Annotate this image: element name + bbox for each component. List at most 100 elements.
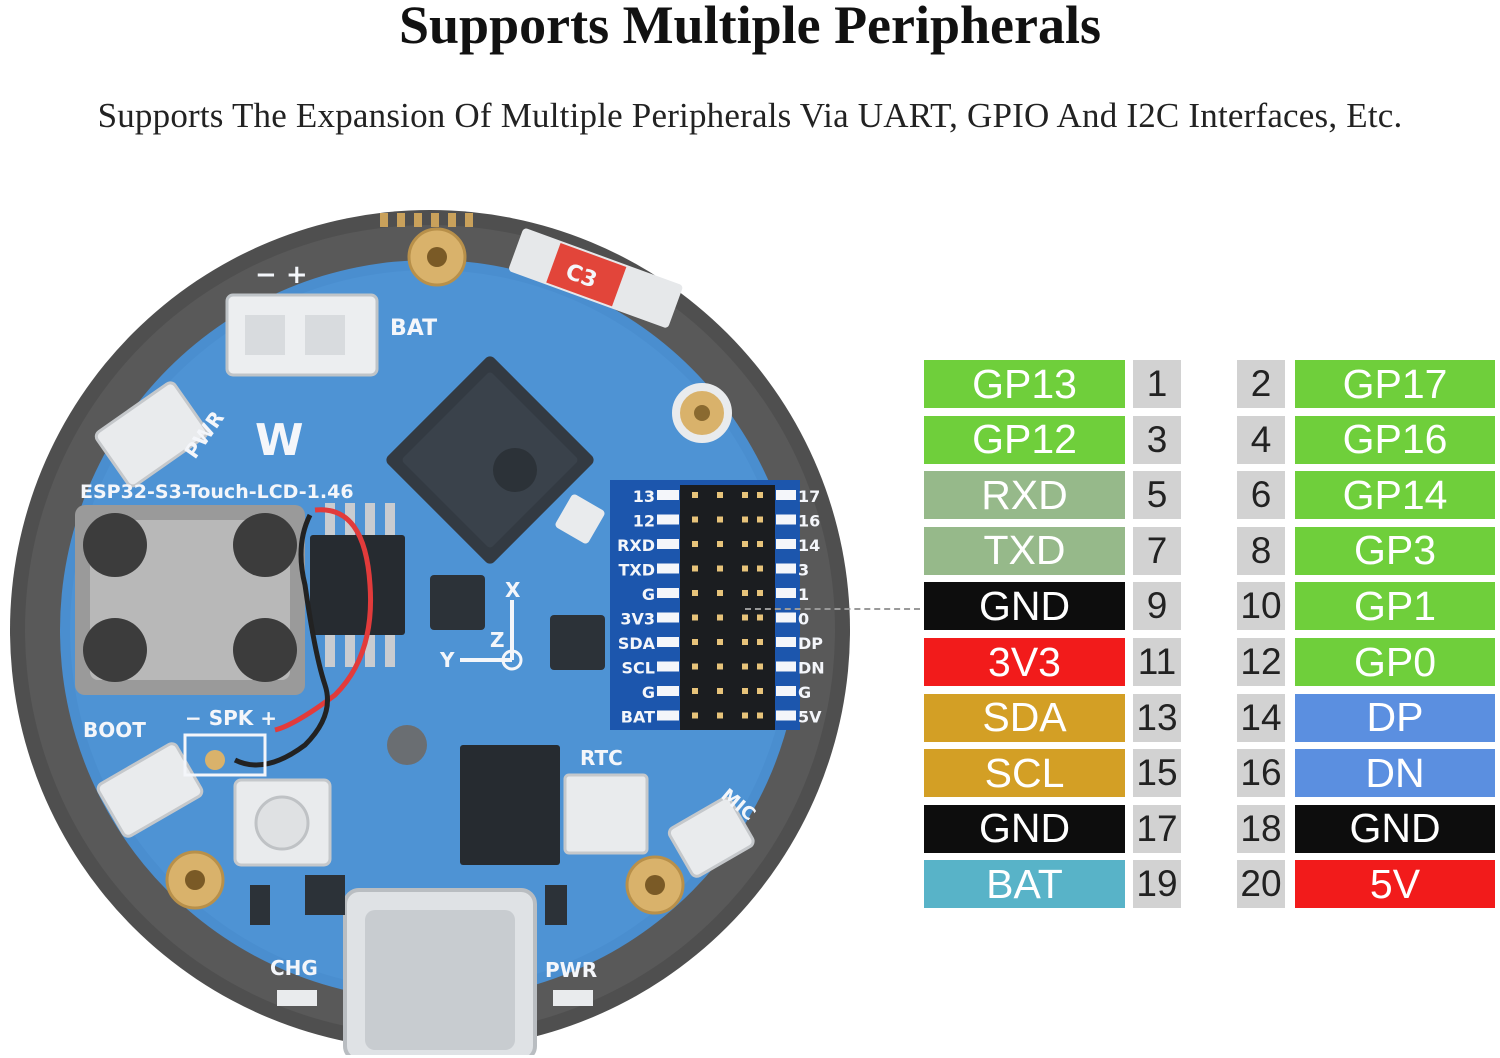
header-silk-label: 17 bbox=[798, 487, 820, 506]
header-pin bbox=[692, 492, 698, 498]
header-pin bbox=[717, 541, 723, 547]
pin-number: 5 bbox=[1133, 471, 1181, 520]
svg-text:Z: Z bbox=[490, 628, 505, 652]
pin-number: 16 bbox=[1237, 749, 1285, 798]
pin-label: GND bbox=[924, 582, 1125, 631]
header-pin bbox=[692, 688, 698, 694]
pwr-button bbox=[94, 381, 209, 488]
pin-label: RXD bbox=[924, 471, 1125, 520]
board-illustration: BAT − + C3 PWR W ESP32-S3-Touch-LCD-1.46 bbox=[5, 185, 855, 1055]
pin-label: 3V3 bbox=[924, 638, 1125, 686]
header-silk-label: 16 bbox=[798, 512, 820, 531]
header-pin bbox=[692, 663, 698, 670]
pin-label: GND bbox=[924, 804, 1125, 853]
pin-number: 17 bbox=[1133, 804, 1181, 853]
header-pin bbox=[742, 516, 748, 523]
header-pin bbox=[757, 541, 763, 547]
pin-label: GP13 bbox=[924, 360, 1125, 408]
header-pin bbox=[757, 614, 763, 621]
header-silk-label: 5V bbox=[798, 708, 822, 727]
header-silk-label: 12 bbox=[633, 512, 655, 531]
header-pin bbox=[717, 712, 723, 719]
pin-number: 20 bbox=[1237, 860, 1285, 909]
mic bbox=[667, 796, 755, 878]
pin-label: GP0 bbox=[1295, 638, 1495, 686]
header-pin bbox=[717, 639, 723, 645]
flash-chip bbox=[310, 535, 405, 635]
svg-text:Y: Y bbox=[439, 648, 455, 672]
header-pin bbox=[757, 590, 763, 596]
header-pin bbox=[757, 639, 763, 645]
header-pin bbox=[692, 541, 698, 547]
page-subtitle: Supports The Expansion Of Multiple Perip… bbox=[97, 96, 1403, 135]
header-pin bbox=[757, 712, 763, 719]
header-pin bbox=[757, 688, 763, 694]
pin-number: 10 bbox=[1237, 582, 1285, 631]
pin-label: GP3 bbox=[1295, 526, 1495, 575]
header-silk-label: G bbox=[642, 683, 655, 702]
header-pin bbox=[742, 492, 748, 498]
pin-number: 13 bbox=[1133, 693, 1181, 742]
svg-text:RTC: RTC bbox=[580, 746, 623, 770]
pin-number: 12 bbox=[1237, 638, 1285, 686]
header-pin bbox=[742, 639, 748, 645]
pin-label: DP bbox=[1295, 693, 1495, 742]
header-silk-label: TXD bbox=[618, 561, 655, 580]
header-silk-label: 14 bbox=[798, 536, 820, 555]
header-pin bbox=[742, 590, 748, 596]
header-pin bbox=[717, 516, 723, 523]
header-silk-label: RXD bbox=[617, 536, 655, 555]
header-silk-label: 3 bbox=[798, 561, 809, 580]
svg-text:− +: − + bbox=[255, 260, 308, 290]
header-pin bbox=[717, 614, 723, 621]
header-pin bbox=[692, 639, 698, 645]
header-pin bbox=[692, 565, 698, 572]
header-silk-label: 1 bbox=[798, 585, 809, 604]
header-pin bbox=[757, 492, 763, 498]
header-pin bbox=[757, 663, 763, 670]
header-pin-holes bbox=[692, 492, 763, 719]
header-pin bbox=[717, 688, 723, 694]
header-silk-label: G bbox=[642, 585, 655, 604]
pin-label: GP14 bbox=[1295, 471, 1495, 520]
pin-label: BAT bbox=[924, 860, 1125, 909]
header-pin bbox=[692, 614, 698, 621]
header-pin bbox=[742, 663, 748, 670]
audio-ic bbox=[460, 745, 560, 865]
bat-silk: BAT bbox=[390, 316, 437, 341]
header-pin bbox=[757, 565, 763, 572]
header-silk-label: 0 bbox=[798, 610, 809, 629]
rtc-connector bbox=[563, 773, 649, 855]
header-silk-label: DN bbox=[798, 659, 825, 678]
pin-number: 18 bbox=[1237, 804, 1285, 853]
svg-text:− SPK +: − SPK + bbox=[185, 706, 277, 730]
svg-text:W: W bbox=[255, 415, 304, 466]
pin-number: 1 bbox=[1133, 360, 1181, 408]
board-model-label: ESP32-S3-Touch-LCD-1.46 bbox=[80, 481, 354, 503]
header-pin bbox=[717, 663, 723, 670]
header-pin bbox=[742, 712, 748, 719]
svg-text:CHG: CHG bbox=[270, 956, 318, 980]
esp32-chip bbox=[386, 356, 594, 564]
pin-label: GND bbox=[1295, 804, 1495, 853]
svg-text:PWR: PWR bbox=[545, 958, 597, 982]
header-silk-label: SCL bbox=[622, 659, 655, 678]
header-pin bbox=[717, 492, 723, 498]
pin-number: 7 bbox=[1133, 526, 1181, 575]
header-pin bbox=[692, 712, 698, 719]
pin-label: SCL bbox=[924, 749, 1125, 798]
mounting-hole bbox=[165, 227, 685, 915]
header-silk-label: 3V3 bbox=[620, 610, 655, 629]
pin-label: DN bbox=[1295, 749, 1495, 798]
pin-number: 3 bbox=[1133, 415, 1181, 464]
leader-line bbox=[745, 608, 920, 610]
header-pin bbox=[742, 614, 748, 621]
header-silk-label: SDA bbox=[618, 634, 656, 653]
pin-label: SDA bbox=[924, 693, 1125, 742]
pin-number: 4 bbox=[1237, 415, 1285, 464]
capacitor-c3: C3 bbox=[509, 228, 683, 328]
header-silk-label: 13 bbox=[633, 487, 655, 506]
pin-number: 2 bbox=[1237, 360, 1285, 408]
pin-number: 9 bbox=[1133, 582, 1181, 631]
